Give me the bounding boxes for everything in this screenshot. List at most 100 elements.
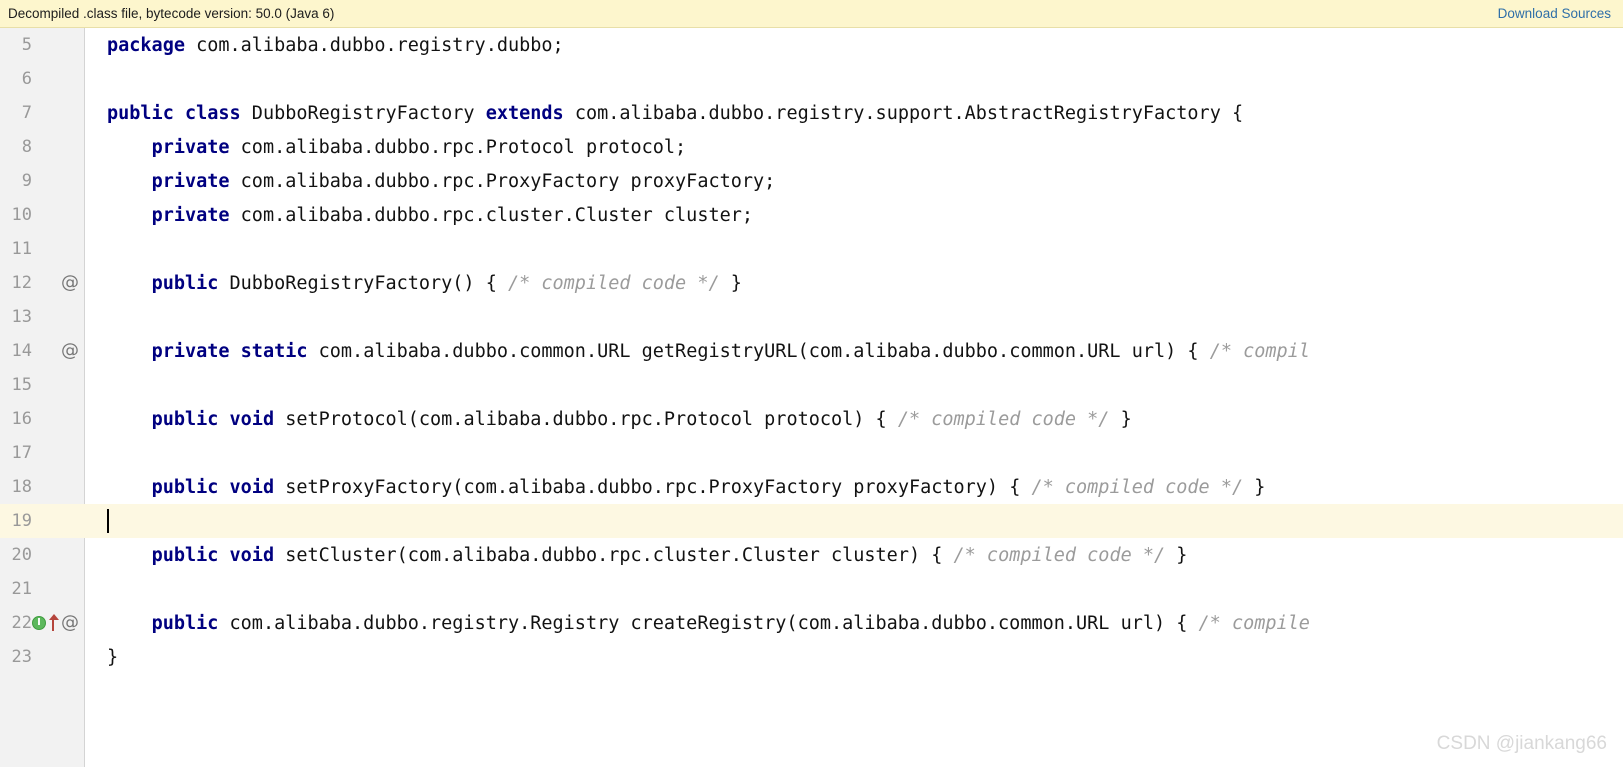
line-code[interactable]: private static com.alibaba.dubbo.common.…: [85, 334, 1623, 368]
line-code[interactable]: [85, 504, 1623, 538]
decompiled-file-banner: Decompiled .class file, bytecode version…: [0, 0, 1623, 28]
line-code[interactable]: }: [85, 640, 1623, 674]
keyword-token: static: [240, 340, 308, 362]
indent-spacer: [107, 273, 152, 294]
line-number: 22: [11, 613, 32, 633]
code-line[interactable]: 9 private com.alibaba.dubbo.rpc.ProxyFac…: [0, 164, 1623, 198]
gutter-icons: [32, 640, 79, 674]
line-gutter[interactable]: 20: [0, 538, 85, 572]
line-code[interactable]: private com.alibaba.dubbo.rpc.ProxyFacto…: [85, 164, 1623, 198]
gutter-icons: [32, 96, 79, 130]
line-number: 8: [21, 137, 32, 157]
gutter-icons: [32, 232, 79, 266]
gutter-icons: [32, 436, 79, 470]
indent-spacer: [107, 477, 152, 498]
line-gutter[interactable]: 8: [0, 130, 85, 164]
line-number: 6: [21, 69, 32, 89]
code-line[interactable]: 19: [0, 504, 1623, 538]
download-sources-link[interactable]: Download Sources: [1497, 6, 1611, 21]
line-code[interactable]: public void setCluster(com.alibaba.dubbo…: [85, 538, 1623, 572]
line-code[interactable]: [85, 300, 1623, 334]
keyword-token: private: [151, 136, 230, 158]
code-line[interactable]: 11: [0, 232, 1623, 266]
code-line[interactable]: 17: [0, 436, 1623, 470]
code-token: com.alibaba.dubbo.rpc.Protocol protocol;: [229, 136, 687, 158]
line-gutter[interactable]: 23: [0, 640, 85, 674]
code-line[interactable]: 18 public void setProxyFactory(com.aliba…: [0, 470, 1623, 504]
line-number: 11: [11, 239, 32, 259]
code-token: setProxyFactory(com.alibaba.dubbo.rpc.Pr…: [274, 476, 1032, 498]
line-gutter[interactable]: 21: [0, 572, 85, 606]
line-gutter[interactable]: 7: [0, 96, 85, 130]
code-line[interactable]: 13: [0, 300, 1623, 334]
code-line[interactable]: 6: [0, 62, 1623, 96]
overriding-arrow-icon[interactable]: [48, 614, 59, 632]
watermark: CSDN @jiankang66: [1436, 733, 1607, 754]
line-code[interactable]: public void setProxyFactory(com.alibaba.…: [85, 470, 1623, 504]
line-code[interactable]: private com.alibaba.dubbo.rpc.Protocol p…: [85, 130, 1623, 164]
line-gutter[interactable]: 9: [0, 164, 85, 198]
gutter-icons: [32, 198, 79, 232]
line-number: 17: [11, 443, 32, 463]
code-line[interactable]: 16 public void setProtocol(com.alibaba.d…: [0, 402, 1623, 436]
line-gutter[interactable]: 22 @: [0, 606, 85, 640]
keyword-token: public: [151, 408, 219, 430]
line-gutter[interactable]: 13: [0, 300, 85, 334]
code-token: [218, 477, 229, 498]
line-code[interactable]: [85, 62, 1623, 96]
gutter-icons: [32, 402, 79, 436]
code-line[interactable]: 21: [0, 572, 1623, 606]
code-line[interactable]: 23}: [0, 640, 1623, 674]
annotation-marker-icon[interactable]: @: [61, 340, 79, 361]
line-code[interactable]: package com.alibaba.dubbo.registry.dubbo…: [85, 28, 1623, 62]
code-line[interactable]: 20 public void setCluster(com.alibaba.du…: [0, 538, 1623, 572]
line-code[interactable]: [85, 368, 1623, 402]
line-gutter[interactable]: 14@: [0, 334, 85, 368]
line-code[interactable]: [85, 436, 1623, 470]
annotation-marker-icon[interactable]: @: [61, 612, 79, 633]
line-gutter[interactable]: 16: [0, 402, 85, 436]
line-code[interactable]: private com.alibaba.dubbo.rpc.cluster.Cl…: [85, 198, 1623, 232]
code-line[interactable]: 8 private com.alibaba.dubbo.rpc.Protocol…: [0, 130, 1623, 164]
code-line[interactable]: 15: [0, 368, 1623, 402]
line-gutter[interactable]: 12 @: [0, 266, 85, 300]
gutter-icons: [32, 368, 79, 402]
line-code[interactable]: public void setProtocol(com.alibaba.dubb…: [85, 402, 1623, 436]
line-code[interactable]: [85, 572, 1623, 606]
line-code[interactable]: public com.alibaba.dubbo.registry.Regist…: [85, 606, 1623, 640]
line-gutter[interactable]: 11: [0, 232, 85, 266]
text-caret: [107, 509, 109, 533]
keyword-token: public: [107, 102, 174, 124]
line-gutter[interactable]: 17: [0, 436, 85, 470]
line-gutter[interactable]: 6: [0, 62, 85, 96]
code-line[interactable]: 14@ private static com.alibaba.dubbo.com…: [0, 334, 1623, 368]
code-line[interactable]: 12 @ public DubboRegistryFactory() { /* c…: [0, 266, 1623, 300]
indent-spacer: [107, 545, 152, 566]
annotation-marker-icon[interactable]: @: [61, 272, 79, 293]
line-code[interactable]: [85, 232, 1623, 266]
keyword-token: public: [151, 544, 219, 566]
line-gutter[interactable]: 15: [0, 368, 85, 402]
keyword-token: void: [229, 408, 275, 430]
line-gutter[interactable]: 19: [0, 504, 85, 538]
code-line[interactable]: 22 @ public com.alibaba.dubbo.registry.Re…: [0, 606, 1623, 640]
code-token: com.alibaba.dubbo.registry.dubbo;: [184, 34, 564, 56]
code-line[interactable]: 10 private com.alibaba.dubbo.rpc.cluster…: [0, 198, 1623, 232]
line-number: 21: [11, 579, 32, 599]
code-token: com.alibaba.dubbo.common.URL getRegistry…: [307, 340, 1210, 362]
line-gutter[interactable]: 5: [0, 28, 85, 62]
code-token: }: [1109, 408, 1132, 430]
line-code[interactable]: public DubboRegistryFactory() { /* compi…: [85, 266, 1623, 300]
keyword-token: private: [151, 170, 230, 192]
line-gutter[interactable]: 18: [0, 470, 85, 504]
keyword-token: public: [151, 476, 219, 498]
gutter-icons: [32, 504, 79, 538]
implementing-method-icon[interactable]: [32, 616, 46, 630]
indent-spacer: [107, 409, 152, 430]
line-code[interactable]: public class DubboRegistryFactory extend…: [85, 96, 1623, 130]
line-number: 12: [11, 273, 32, 293]
line-gutter[interactable]: 10: [0, 198, 85, 232]
